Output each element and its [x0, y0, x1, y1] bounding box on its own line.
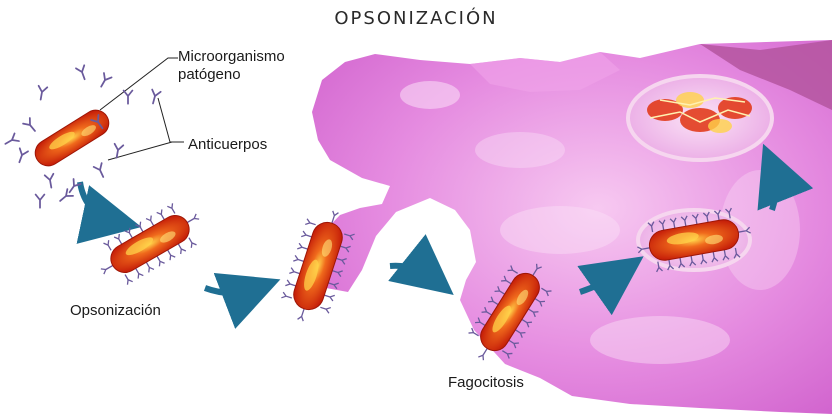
microorganism-callout-line — [100, 58, 178, 110]
bacterium-icon — [30, 105, 113, 171]
antibody-icon — [3, 133, 19, 147]
process-arrow-icon — [390, 266, 435, 280]
bacterium-icon — [90, 196, 209, 293]
process-arrow-icon — [80, 182, 118, 222]
phagosome-icon — [628, 76, 772, 160]
microorganism-label: Microorganismo patógeno — [178, 48, 285, 84]
antibody-icon — [15, 148, 28, 163]
antibody-icon — [36, 86, 47, 101]
antibody-callout-line — [158, 98, 184, 142]
antibody-icon — [124, 91, 133, 104]
process-arrow-icon — [205, 288, 258, 293]
diagram-title: OPSONIZACIÓN — [0, 8, 832, 29]
antibody-icon — [97, 73, 111, 89]
antibody-icon — [76, 65, 89, 80]
phagocytosis-label: Fagocitosis — [448, 374, 524, 392]
callout-lines — [100, 58, 184, 160]
antibody-icon — [36, 195, 45, 208]
microorganism-label-line2: patógeno — [178, 66, 285, 84]
cell-highlight — [500, 206, 620, 254]
antibody-icon — [23, 118, 38, 134]
antibodies-label: Anticuerpos — [188, 136, 267, 154]
cell-highlight — [400, 81, 460, 109]
cell-highlight — [475, 132, 565, 168]
antibody-icon — [45, 174, 56, 189]
opsonization-label: Opsonización — [70, 302, 161, 320]
microorganism-label-line1: Microorganismo — [178, 48, 285, 66]
antibody-icon — [94, 163, 108, 179]
cell-highlight — [590, 316, 730, 364]
